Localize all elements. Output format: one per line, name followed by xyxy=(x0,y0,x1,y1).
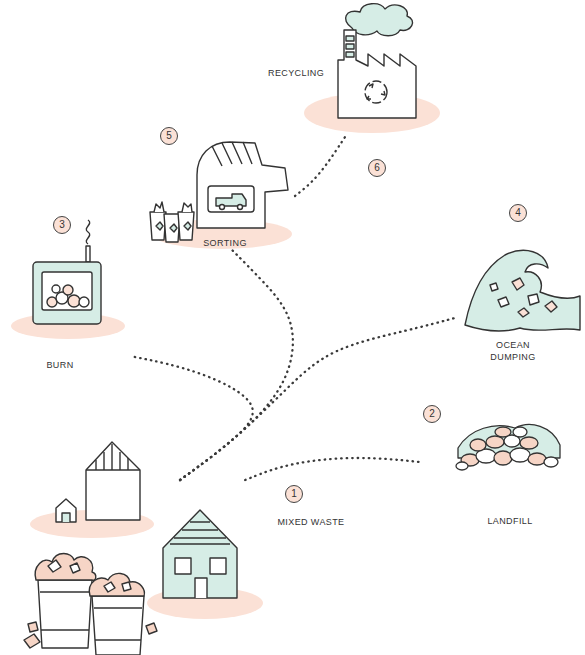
landfill-illustration-part xyxy=(494,451,512,465)
landfill-illustration-part xyxy=(486,436,504,448)
station-label: MIXED WASTE xyxy=(261,516,361,528)
callout-number: 5 xyxy=(160,127,178,145)
station-label: BURN xyxy=(20,359,100,371)
sorting-illustration-part xyxy=(220,205,225,210)
burn-illustration-part xyxy=(68,295,80,307)
station-node: 2LANDFILL xyxy=(420,400,565,530)
sorting-illustration-part xyxy=(156,222,191,232)
landfill-illustration-part xyxy=(513,427,527,437)
dotted-connector xyxy=(245,458,420,480)
landfill-illustration-part xyxy=(544,457,558,467)
mixed-waste-illustration-part xyxy=(210,558,226,574)
dotted-connector xyxy=(295,137,345,196)
dotted-connector xyxy=(180,318,455,480)
station-node: 5SORTING xyxy=(140,122,295,250)
sorting-illustration-part xyxy=(197,142,288,228)
mixed-waste-illustration xyxy=(24,442,263,655)
recycling-illustration-part xyxy=(367,84,385,99)
dotted-connector xyxy=(130,356,253,480)
ocean-illustration-part xyxy=(512,278,524,290)
recycling-illustration xyxy=(304,4,440,133)
callout-number: 3 xyxy=(53,216,71,234)
callout-number: 1 xyxy=(285,485,303,503)
landfill-illustration-part xyxy=(495,427,511,437)
ocean-illustration xyxy=(465,250,580,331)
recycling-illustration-part xyxy=(346,52,354,57)
station-node: RECYCLING xyxy=(265,5,430,137)
ocean-illustration-part xyxy=(490,283,498,291)
ocean-illustration-part xyxy=(465,250,580,331)
sorting-illustration-part xyxy=(208,186,254,212)
burn-illustration-part xyxy=(42,272,92,310)
burn-illustration-part xyxy=(33,262,101,324)
callout-number: 2 xyxy=(423,405,441,423)
landfill-illustration-part xyxy=(520,437,538,449)
landfill-illustration xyxy=(456,425,560,470)
ocean-illustration-part xyxy=(518,308,529,317)
mixed-waste-illustration-part xyxy=(89,573,144,596)
station-node: 4OCEAN DUMPING xyxy=(455,200,583,365)
burn-illustration-part xyxy=(63,285,73,295)
sorting-illustration xyxy=(150,142,292,249)
landfill-illustration-part xyxy=(456,462,468,470)
dotted-connector xyxy=(180,250,293,480)
station-label: LANDFILL xyxy=(470,515,550,527)
recycling-illustration-part xyxy=(346,44,354,49)
mixed-waste-illustration-part xyxy=(92,596,144,655)
mixed-waste-illustration-part xyxy=(62,513,70,522)
burn-illustration-part xyxy=(79,297,89,307)
callout-number: 6 xyxy=(368,159,386,177)
recycling-illustration-part xyxy=(338,30,416,118)
station-node: 1MIXED WASTE xyxy=(25,480,375,650)
ocean-illustration-part xyxy=(498,297,509,307)
burn-illustration-part xyxy=(52,285,60,293)
sorting-illustration-part xyxy=(212,142,252,166)
station-label: SORTING xyxy=(185,237,265,249)
landfill-illustration-part xyxy=(470,439,486,451)
landfill-illustration-part xyxy=(510,448,530,462)
mixed-waste-illustration-part xyxy=(24,622,157,648)
recycling-illustration-part xyxy=(365,81,387,103)
ocean-illustration-part xyxy=(528,294,539,305)
mixed-waste-illustration-part xyxy=(163,510,237,598)
burn-illustration-part xyxy=(86,220,89,244)
mixed-waste-illustration-part xyxy=(94,608,142,640)
mixed-waste-illustration-part xyxy=(175,558,191,574)
mixed-waste-illustration-part xyxy=(170,522,230,544)
mixed-waste-illustration-part xyxy=(35,554,96,581)
mixed-waste-illustration-part xyxy=(48,560,131,592)
station-label: RECYCLING xyxy=(268,67,338,79)
mixed-waste-illustration-part xyxy=(86,442,140,520)
ocean-illustration-part xyxy=(545,301,557,312)
sorting-illustration-part xyxy=(182,203,192,212)
station-node: 3BURN xyxy=(10,212,130,374)
station-label: OCEAN DUMPING xyxy=(481,339,545,363)
mixed-waste-illustration-part xyxy=(40,592,90,630)
burn-illustration xyxy=(11,220,125,339)
landfill-illustration-part xyxy=(528,453,546,465)
mixed-waste-illustration-part xyxy=(56,499,76,522)
mixed-waste-illustration-part xyxy=(195,578,207,598)
sorting-illustration-part xyxy=(154,202,164,212)
mixed-waste-illustration-part xyxy=(38,580,92,648)
mixed-waste-illustration-part xyxy=(86,444,140,470)
callout-number: 4 xyxy=(509,204,527,222)
burn-illustration-part xyxy=(86,246,90,262)
recycling-illustration-part xyxy=(346,36,354,41)
sorting-illustration-part xyxy=(238,205,243,210)
